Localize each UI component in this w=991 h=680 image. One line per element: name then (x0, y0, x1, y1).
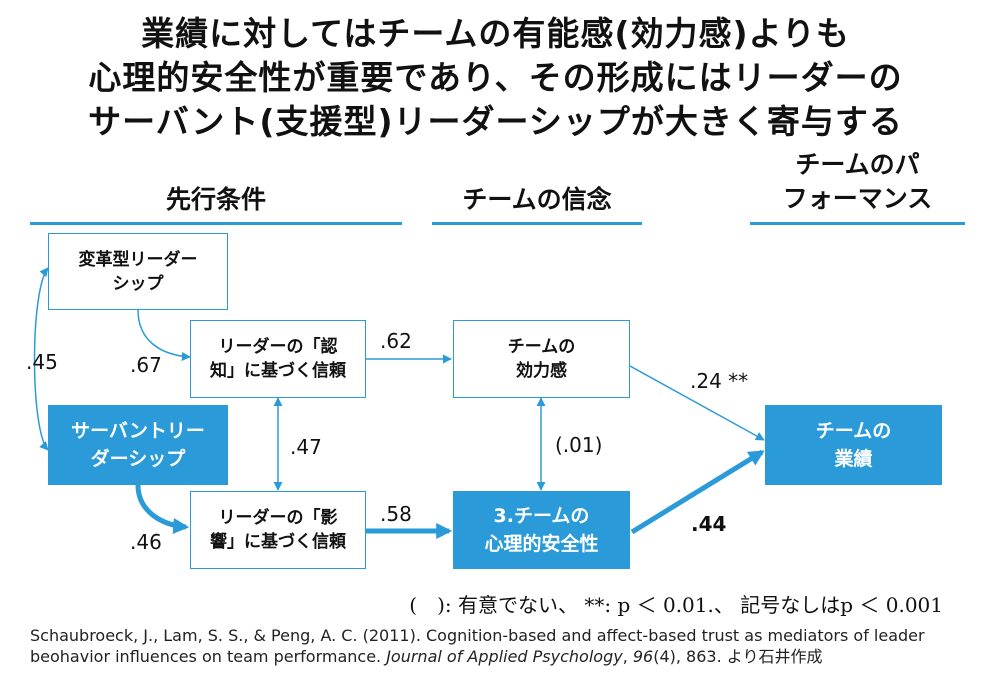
coef-efficacy-performance: .24 ** (690, 369, 749, 393)
box-affect-based-trust: リーダーの「影 響」に基づく信頼 (190, 491, 366, 569)
coef-cognition-efficacy: .62 (380, 329, 412, 353)
column-underline-antecedents (30, 222, 402, 225)
citation-volume: 96 (632, 647, 654, 666)
column-header-performance-line-2: フォーマンス (782, 184, 933, 213)
coef-tl-cognition: .67 (130, 353, 162, 377)
coef-affect-safety: .58 (380, 502, 412, 526)
column-header-performance: チームのパ フォーマンス (750, 148, 965, 216)
column-underline-beliefs (432, 222, 642, 225)
column-underline-performance (750, 222, 965, 225)
box-transformational-leadership: 変革型リーダー シップ (48, 233, 228, 310)
coef-servant-affect: .46 (130, 530, 162, 554)
title-line-1: 業績に対してはチームの有能感(効力感)よりも (141, 14, 850, 53)
citation-part-1: Schaubroeck, J., Lam, S. S., & Peng, A. … (30, 626, 925, 666)
significance-legend: ( ): 有意でない、 **: p ＜ 0.01.、 記号なしはp ＜ 0.00… (409, 593, 943, 617)
box-transformational-leadership-label: 変革型リーダー シップ (78, 249, 198, 294)
coef-cognition-affect: .47 (290, 435, 322, 459)
arrow-efficacy-performance (629, 365, 765, 441)
citation: Schaubroeck, J., Lam, S. S., & Peng, A. … (30, 625, 970, 667)
box-affect-based-trust-label: リーダーの「影 響」に基づく信頼 (210, 508, 346, 552)
arrow-tl-servant (33, 267, 49, 451)
coef-efficacy-safety: (.01) (555, 433, 603, 457)
column-header-beliefs: チームの信念 (462, 185, 612, 214)
box-servant-leadership: サーバントリー ダーシップ (48, 405, 228, 485)
column-header-antecedents: 先行条件 (165, 185, 266, 214)
coef-safety-performance: .44 (691, 512, 727, 536)
arrow-servant-affect (135, 484, 190, 534)
box-team-efficacy: チームの 効力感 (453, 320, 630, 398)
page-title: 業績に対してはチームの有能感(効力感)よりも 心理的安全性が重要であり、その形成… (0, 12, 991, 144)
citation-comma: , (622, 647, 633, 666)
title-line-3: サーバント(支援型)リーダーシップが大きく寄与する (88, 102, 903, 141)
box-psychological-safety: 3.チームの 心理的安全性 (453, 491, 630, 569)
box-psychological-safety-label: 3.チームの 心理的安全性 (484, 505, 599, 555)
arrow-safety-performance (630, 449, 765, 535)
citation-part-2: (4), 863. より石井作成 (653, 647, 823, 666)
title-line-2: 心理的安全性が重要であり、その形成にはリーダーの (88, 58, 903, 97)
column-header-performance-line-1: チームのパ (795, 150, 920, 179)
citation-journal: Journal of Applied Psychology (386, 647, 623, 666)
box-team-performance: チームの 業績 (765, 405, 942, 485)
box-servant-leadership-label: サーバントリー ダーシップ (71, 420, 205, 470)
arrow-tl-cognition (137, 309, 191, 361)
box-cognition-based-trust: リーダーの「認 知」に基づく信頼 (190, 320, 366, 398)
coef-tl-servant: .45 (26, 350, 58, 374)
box-team-performance-label: チームの 業績 (815, 420, 892, 470)
box-cognition-based-trust-label: リーダーの「認 知」に基づく信頼 (210, 337, 346, 381)
box-team-efficacy-label: チームの 効力感 (507, 337, 576, 381)
